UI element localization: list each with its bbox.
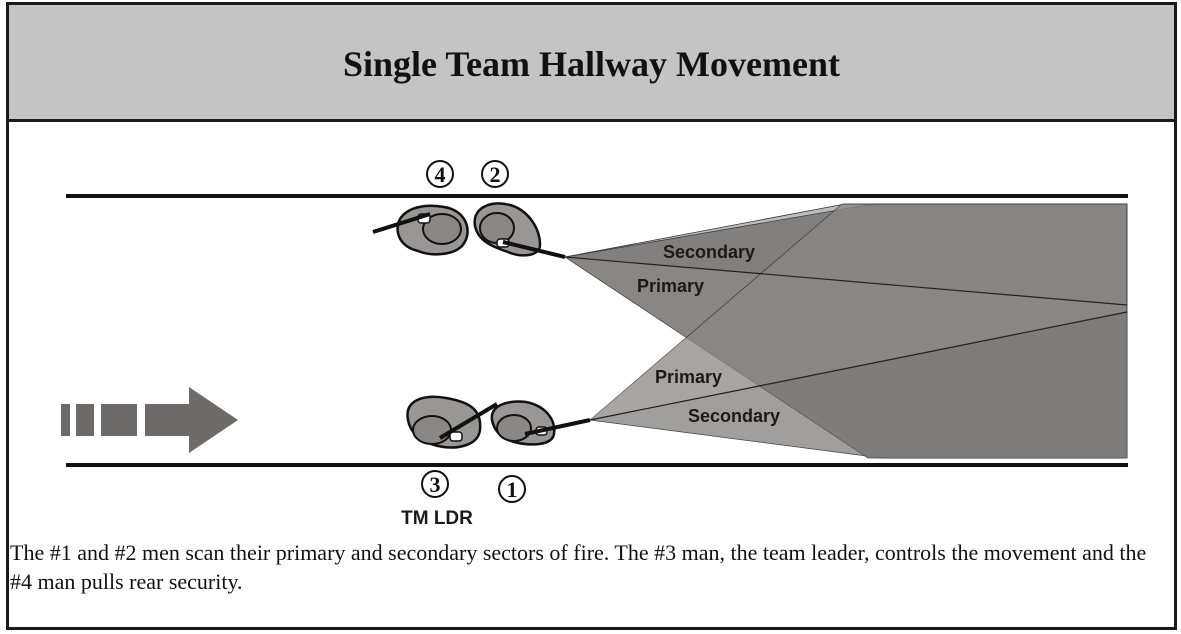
sector-label-bottom-secondary: Secondary bbox=[688, 406, 780, 426]
svg-text:1: 1 bbox=[507, 477, 518, 502]
page-title: Single Team Hallway Movement bbox=[343, 44, 840, 84]
soldier-icon bbox=[490, 400, 591, 446]
movement-arrow-icon bbox=[61, 387, 238, 453]
soldier-icon bbox=[473, 202, 566, 259]
soldier-icon bbox=[406, 395, 499, 449]
sector-label-top-secondary: Secondary bbox=[663, 242, 755, 262]
soldier-icon bbox=[372, 204, 469, 256]
title-bar: Single Team Hallway Movement bbox=[9, 5, 1174, 122]
svg-text:2: 2 bbox=[490, 162, 501, 187]
top-sector-boundary bbox=[564, 256, 1128, 306]
bottom-sector-boundary bbox=[589, 311, 1128, 421]
member-2-number: 2 bbox=[481, 160, 509, 188]
caption: The #1 and #2 men scan their primary and… bbox=[10, 540, 1147, 594]
member-4-number: 4 bbox=[426, 160, 454, 188]
sector-label-bottom-primary: Primary bbox=[655, 367, 722, 387]
team-leader-label: TM LDR bbox=[401, 508, 473, 529]
svg-text:3: 3 bbox=[430, 472, 441, 497]
bottom-secondary-overlap bbox=[590, 312, 1127, 458]
member-1-number: 1 bbox=[498, 475, 526, 503]
sector-label-top-primary: Primary bbox=[637, 276, 704, 296]
svg-text:4: 4 bbox=[435, 162, 446, 187]
member-3-number: 3 bbox=[421, 470, 449, 498]
